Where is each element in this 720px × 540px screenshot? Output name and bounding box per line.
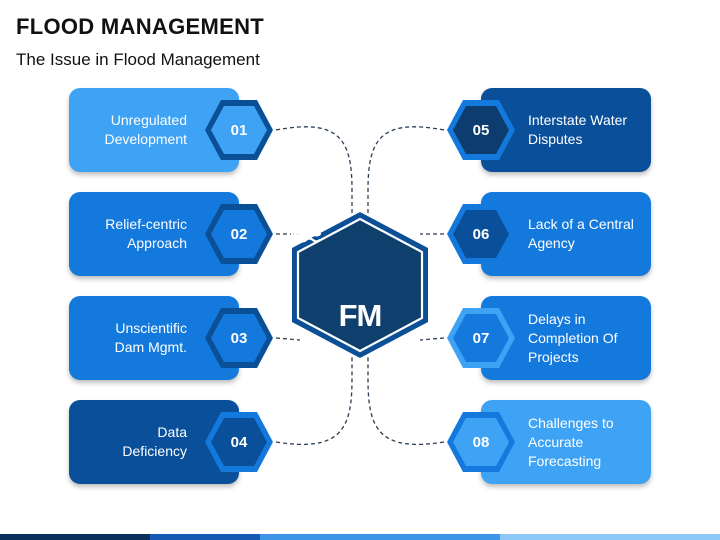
hexagon-icon (447, 100, 515, 160)
slide-title: FLOOD MANAGEMENT (16, 14, 265, 39)
hex-badge-05: 05 (445, 98, 517, 162)
issue-label-02: Relief-centric Approach (105, 216, 187, 251)
hex-badge-02: 02 (203, 202, 275, 266)
hex-badge-04: 04 (203, 410, 275, 474)
issue-label-03: Unscientific Dam Mgmt. (114, 320, 187, 355)
connector-04 (275, 355, 353, 446)
connector-05 (367, 126, 445, 215)
hex-badge-08: 08 (445, 410, 517, 474)
hex-number-07: 07 (472, 329, 490, 347)
hex-number-05: 05 (472, 121, 490, 139)
bottom-accent-bar (0, 534, 720, 540)
flooded-house-icon (290, 214, 322, 243)
issue-card-08: Challenges to Accurate Forecasting (481, 400, 651, 484)
hex-badge-06: 06 (445, 202, 517, 266)
hexagon-icon (205, 308, 273, 368)
slide-subtitle: The Issue in Flood Management (16, 50, 260, 69)
hex-number-08: 08 (472, 433, 490, 451)
hex-number-01: 01 (230, 121, 248, 139)
issue-label-08: Challenges to Accurate Forecasting (528, 414, 614, 469)
hexagon-icon (205, 204, 273, 264)
issue-label-05: Interstate Water Disputes (528, 112, 628, 147)
hex-badge-01: 01 (203, 98, 275, 162)
hexagon-icon (447, 308, 515, 368)
issue-label-01: Unregulated Development (104, 112, 188, 147)
center-hexagon: FM (288, 210, 432, 360)
center-hexagon-shape (292, 212, 428, 358)
hex-badge-03: 03 (203, 306, 275, 370)
hex-badge-07: 07 (445, 306, 517, 370)
hex-number-03: 03 (230, 329, 248, 347)
hex-number-02: 02 (230, 225, 248, 243)
issue-card-01: Unregulated Development (69, 88, 239, 172)
hex-number-06: 06 (472, 225, 490, 243)
hexagon-icon (205, 412, 273, 472)
issue-label-06: Lack of a Central Agency (528, 216, 634, 251)
connector-08 (367, 355, 445, 446)
hexagon-icon (447, 412, 515, 472)
hexagon-icon (447, 204, 515, 264)
issue-label-07: Delays in Completion Of Projects (528, 310, 618, 365)
hexagon-icon (205, 100, 273, 160)
hex-number-04: 04 (230, 433, 248, 451)
center-label: FM (338, 298, 383, 333)
issue-label-04: Data Deficiency (122, 424, 187, 459)
connector-01 (275, 126, 353, 215)
